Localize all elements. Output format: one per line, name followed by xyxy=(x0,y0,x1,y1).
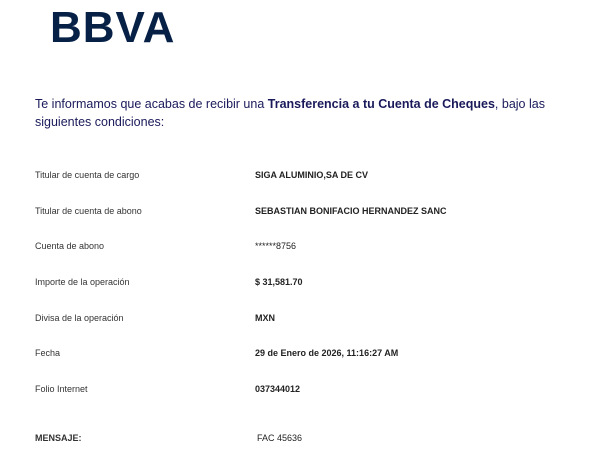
bbva-logo: BBVA xyxy=(50,3,176,52)
row-value: SEBASTIAN BONIFACIO HERNANDEZ SANC xyxy=(255,206,447,216)
message-label: MENSAJE: xyxy=(35,433,82,443)
intro-post: , bajo las siguientes condiciones: xyxy=(35,97,545,129)
row-value: SIGA ALUMINIO,SA DE CV xyxy=(255,170,369,180)
row-label: Folio Internet xyxy=(35,384,88,394)
row-value: MXN xyxy=(255,313,275,323)
row-label: Fecha xyxy=(35,348,61,358)
row-value: ******8756 xyxy=(255,241,297,251)
row-value: 29 de Enero de 2026, 11:16:27 AM xyxy=(255,348,399,358)
row-label: Importe de la operación xyxy=(35,277,130,287)
intro-bold: Transferencia a tu Cuenta de Cheques xyxy=(267,97,495,111)
row-value: 037344012 xyxy=(255,384,301,394)
row-label: Titular de cuenta de abono xyxy=(35,206,142,216)
intro-text: Te informamos que acabas de recibir una … xyxy=(35,95,555,131)
row-label: Cuenta de abono xyxy=(35,241,105,251)
row-value: $ 31,581.70 xyxy=(255,277,303,287)
intro-pre: Te informamos que acabas de recibir una xyxy=(35,97,268,111)
message-value: FAC 45636 xyxy=(257,433,303,443)
row-label: Divisa de la operación xyxy=(35,313,124,323)
row-label: Titular de cuenta de cargo xyxy=(35,170,140,180)
